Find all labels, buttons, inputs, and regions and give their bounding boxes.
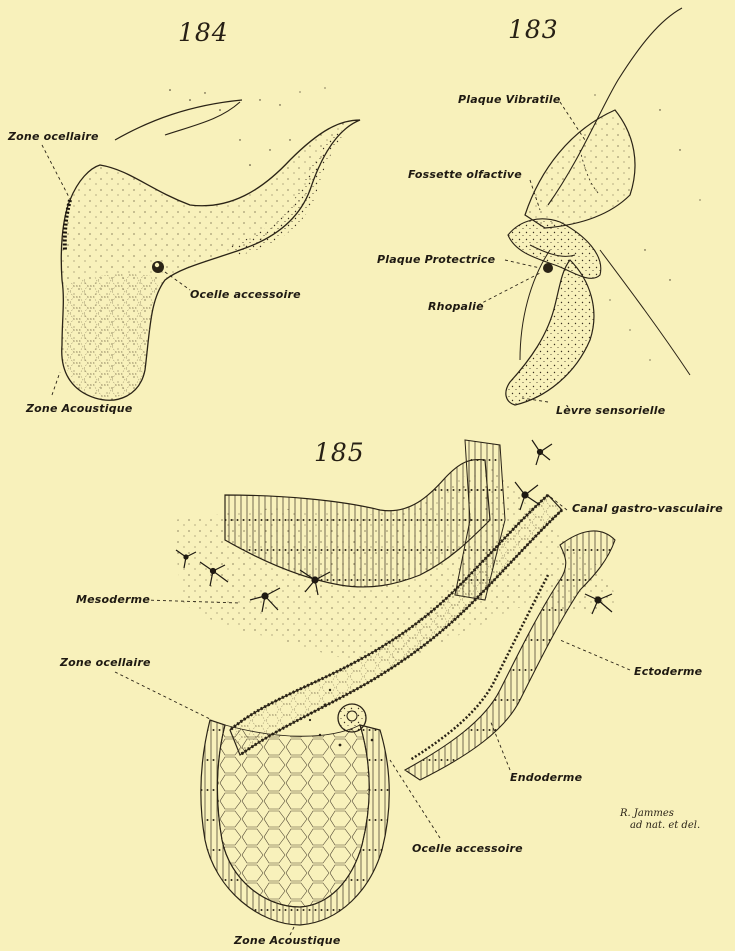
figure-number-183: 183 [508, 15, 559, 44]
fig183-label-plaque-protectrice: Plaque Protectrice [377, 253, 495, 266]
artist-signature: R. Jammes ad nat. et del. [620, 808, 700, 832]
fig185-label-ectoderme: Ectoderme [634, 665, 702, 678]
signature-line-1: R. Jammes [620, 808, 700, 820]
fig185-label-zone-acoustique: Zone Acoustique [234, 934, 340, 947]
fig185-label-mesoderme: Mesoderme [76, 593, 150, 606]
fig183-label-levre-sensorielle: Lèvre sensorielle [556, 404, 665, 417]
fig185-label-canal-gastro-vasculaire: Canal gastro-vasculaire [572, 502, 723, 515]
fig183-label-plaque-vibratile: Plaque Vibratile [458, 93, 561, 106]
mesoderm-cell-5 [532, 440, 552, 465]
fig185-label-endoderme: Endoderme [510, 771, 582, 784]
fig184-label-ocelle-accessoire: Ocelle accessoire [190, 288, 301, 301]
fig185-label-zone-ocellaire: Zone ocellaire [60, 656, 151, 669]
fig183-drawing [478, 8, 701, 405]
fig183-label-fossette-olfactive: Fossette olfactive [408, 168, 522, 181]
fig184-label-zone-acoustique: Zone Acoustique [26, 402, 132, 415]
fig185-label-ocelle-accessoire: Ocelle accessoire [412, 842, 523, 855]
fig185-drawing [115, 440, 630, 935]
figure-number-184: 184 [178, 18, 229, 47]
figure-number-185: 185 [314, 438, 365, 467]
fig184-label-zone-ocellaire: Zone ocellaire [8, 130, 99, 143]
fig183-label-rhopalie: Rhopalie [428, 300, 484, 313]
signature-line-2: ad nat. et del. [620, 820, 700, 832]
